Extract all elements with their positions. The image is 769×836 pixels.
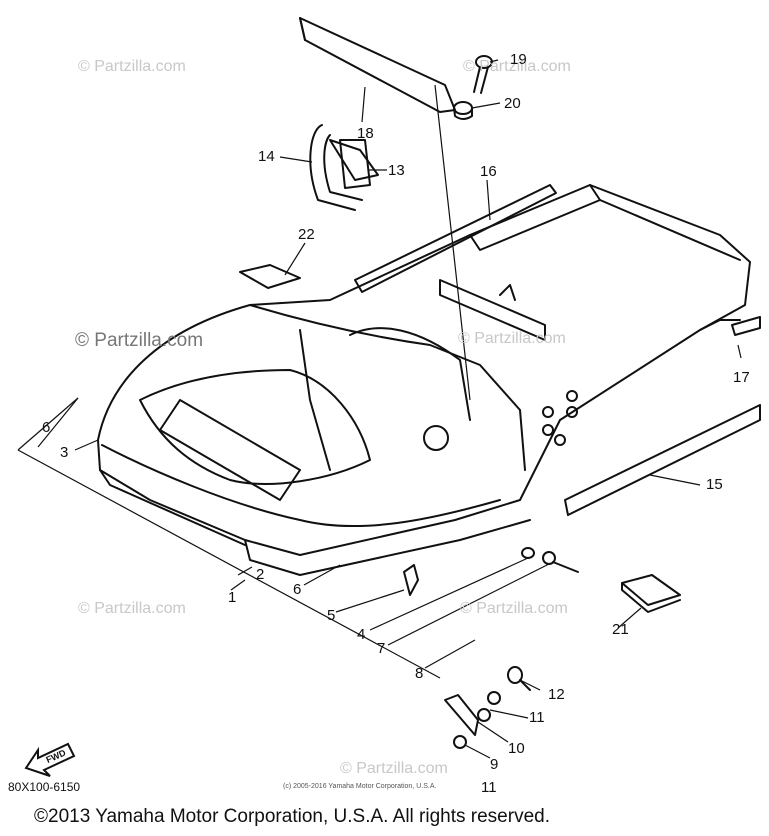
callout-3: 3 bbox=[60, 444, 69, 461]
nut-part-20 bbox=[453, 101, 473, 120]
callout-11: 11 bbox=[529, 709, 545, 726]
leader-lines bbox=[17, 59, 742, 759]
grab-handle-part-14 bbox=[309, 124, 363, 211]
callout-19: 19 bbox=[510, 51, 527, 68]
fine-print: (c) 2005-2016 Yamaha Motor Corporation, … bbox=[283, 783, 437, 790]
callout-4: 4 bbox=[357, 626, 366, 643]
callout-9: 9 bbox=[490, 756, 499, 773]
callout-5: 5 bbox=[327, 607, 336, 624]
spacer-part-11 bbox=[477, 691, 501, 722]
watermark: © Partzilla.com bbox=[75, 330, 204, 351]
plate-part-13 bbox=[329, 139, 379, 189]
bolt-part-12 bbox=[507, 666, 531, 691]
callout-6: 6 bbox=[293, 581, 302, 598]
callout-21: 21 bbox=[612, 621, 629, 638]
bracket bbox=[439, 279, 546, 341]
callout-1: 1 bbox=[228, 589, 237, 606]
seat-body-assembly bbox=[97, 184, 751, 576]
pad-part-21 bbox=[621, 574, 681, 613]
callout-22: 22 bbox=[298, 226, 315, 243]
copyright-notice: ©2013 Yamaha Motor Corporation, U.S.A. A… bbox=[34, 806, 550, 827]
watermark: © Partzilla.com bbox=[458, 330, 566, 347]
fastener-part-4 bbox=[521, 547, 535, 559]
callout-8: 8 bbox=[415, 665, 424, 682]
callout-15: 15 bbox=[706, 476, 723, 493]
callout-16: 16 bbox=[480, 163, 497, 180]
callout-13: 13 bbox=[388, 162, 405, 179]
callout-2: 2 bbox=[256, 566, 265, 583]
watermark: © Partzilla.com bbox=[78, 600, 186, 617]
watermark: © Partzilla.com bbox=[463, 58, 571, 75]
callout-6: 6 bbox=[42, 419, 51, 436]
forward-arrow-icon: FWD bbox=[24, 742, 76, 777]
callout-7: 7 bbox=[377, 640, 386, 657]
callout-11: 11 bbox=[481, 779, 497, 796]
callout-17: 17 bbox=[733, 369, 750, 386]
watermark: © Partzilla.com bbox=[460, 600, 568, 617]
callout-10: 10 bbox=[508, 740, 525, 757]
bracket-part-10 bbox=[444, 694, 479, 736]
callout-18: 18 bbox=[357, 125, 374, 142]
callout-12: 12 bbox=[548, 686, 565, 703]
washer-part-9 bbox=[453, 735, 467, 749]
watermark: © Partzilla.com bbox=[340, 760, 448, 777]
side-strip-part-15 bbox=[564, 404, 761, 516]
callout-14: 14 bbox=[258, 148, 275, 165]
pad-part-22 bbox=[239, 264, 301, 289]
clip-part-5 bbox=[403, 564, 419, 596]
part-code: 80X100-6150 bbox=[8, 780, 81, 794]
fastener-part-7 bbox=[542, 551, 579, 573]
callout-20: 20 bbox=[504, 95, 521, 112]
panel-part-18 bbox=[299, 17, 456, 113]
watermark: © Partzilla.com bbox=[78, 58, 186, 75]
strip-part-16 bbox=[354, 184, 557, 293]
tag-part-17 bbox=[731, 316, 761, 336]
